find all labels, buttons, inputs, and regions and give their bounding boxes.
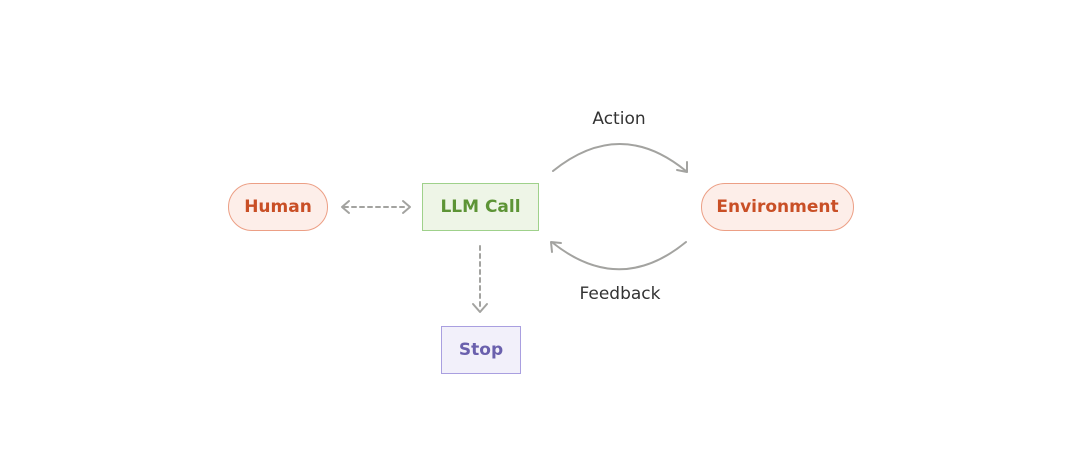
human-label: Human [244, 197, 312, 217]
environment-node: Environment [701, 183, 854, 231]
feedback-edge-label: Feedback [579, 284, 661, 304]
action-arrow [552, 143, 688, 173]
action-edge-label: Action [592, 109, 646, 129]
llm-stop-arrow [472, 245, 488, 313]
stop-label: Stop [458, 340, 504, 360]
environment-label: Environment [716, 197, 839, 217]
feedback-arrow [550, 241, 687, 271]
llm-call-node: LLM Call [422, 183, 539, 231]
stop-node: Stop [441, 326, 521, 374]
human-node: Human [228, 183, 328, 231]
llm-call-label: LLM Call [440, 197, 521, 217]
human-llm-arrow [341, 200, 411, 214]
